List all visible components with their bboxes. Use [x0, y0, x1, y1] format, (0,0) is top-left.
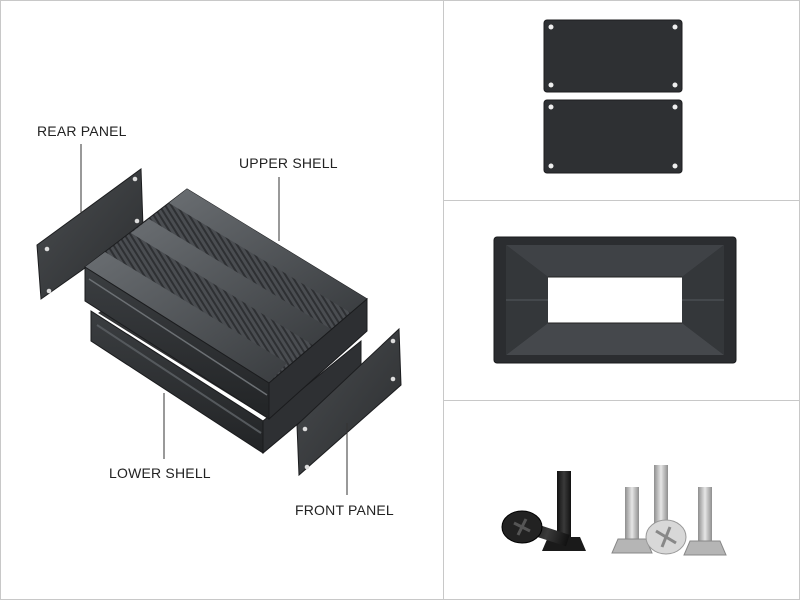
- lower-shell-label: LOWER SHELL: [109, 465, 211, 481]
- end-panel-top: [543, 19, 683, 93]
- rear-panel-label: REAR PANEL: [37, 123, 127, 139]
- exploded-enclosure-illustration: [36, 144, 402, 495]
- upper-shell-part: [84, 188, 368, 421]
- black-screw-lying: [501, 510, 570, 547]
- steel-screw-left: [611, 487, 653, 554]
- screws-view: [444, 401, 799, 599]
- end-panels-illustration: [543, 19, 683, 174]
- horizontal-divider-1: [444, 200, 799, 201]
- steel-screw-back: [654, 465, 668, 525]
- front-panel-label: FRONT PANEL: [295, 502, 394, 518]
- shell-end-illustration: [493, 236, 737, 364]
- upper-shell-label: UPPER SHELL: [239, 155, 338, 171]
- screws-illustration: [501, 465, 727, 556]
- steel-screw-right: [683, 487, 727, 556]
- shell-end-view: [444, 201, 799, 400]
- end-panels-view: [444, 1, 799, 200]
- steel-screw-lying: [645, 519, 687, 555]
- exploded-view-panel: REAR PANEL UPPER SHELL LOWER SHELL FRONT…: [1, 1, 443, 599]
- end-panel-bottom: [543, 99, 683, 174]
- front-panel-part: [296, 327, 402, 477]
- horizontal-divider-2: [444, 400, 799, 401]
- vertical-divider: [443, 1, 444, 599]
